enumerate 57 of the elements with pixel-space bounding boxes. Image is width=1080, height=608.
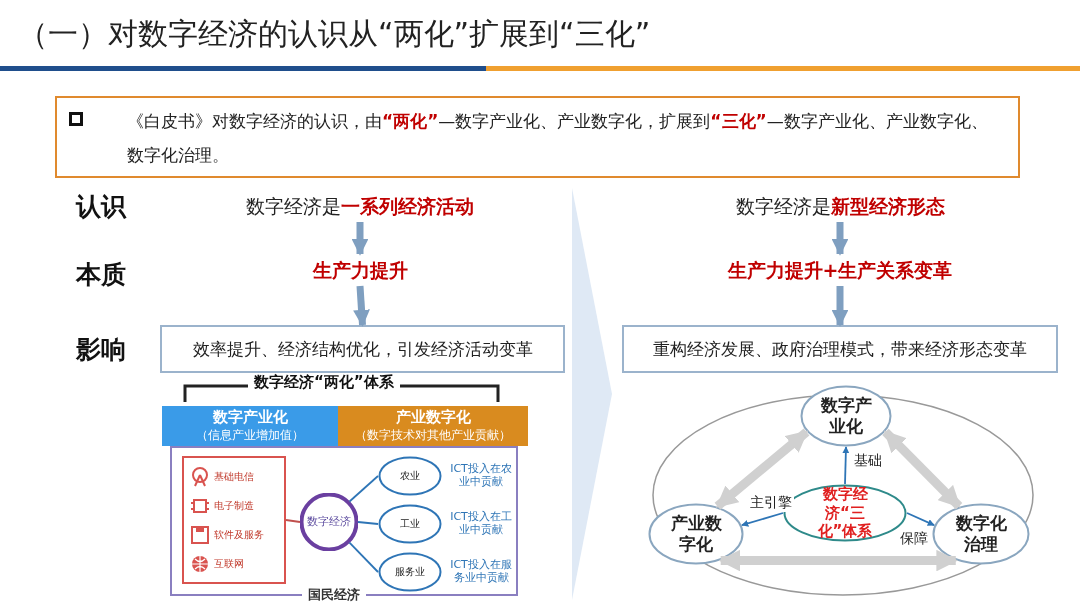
category-band — [162, 406, 338, 446]
band-subtitle: （信息产业增加值） — [196, 427, 304, 444]
concept-ellipse — [932, 503, 1030, 565]
row-heading: 影响 — [76, 334, 126, 366]
essence-text: 生产力提升 — [255, 254, 465, 286]
slide-title: （一）对数字经济的认识从“两化”扩展到“三化” — [18, 15, 651, 53]
impact-box: 效率提升、经济结构优化，引发经济活动变革 — [160, 325, 565, 373]
sector-box — [182, 456, 286, 584]
impact-box: 重构经济发展、政府治理模式，带来经济形态变革 — [622, 325, 1058, 373]
row-heading: 本质 — [76, 259, 126, 291]
sector-name: 软件及服务 — [214, 527, 264, 542]
block-arrow — [882, 428, 963, 510]
node-text: 数字化治理 — [954, 512, 1008, 556]
node-text: 数字经济 — [307, 515, 351, 529]
arrow — [741, 512, 784, 527]
band-subtitle: （数字技术对其他产业贡献） — [355, 427, 511, 444]
edge-label: 基础 — [852, 452, 884, 470]
annotation-text: ICT投入在服务业中贡献 — [449, 558, 513, 584]
sector-name: 互联网 — [214, 556, 244, 571]
band-title: 数字产业化 — [212, 408, 288, 427]
block-arrow — [714, 428, 810, 510]
row-heading: 认识 — [76, 191, 126, 223]
block-arrow — [353, 285, 370, 327]
band-title: 产业数字化 — [395, 408, 471, 427]
sector-ellipse — [378, 504, 442, 544]
annotation-text: ICT投入在工业中贡献 — [449, 510, 513, 536]
frame-caption: 国民经济 — [302, 587, 366, 603]
essence-text: 生产力提升+生产关系变革 — [690, 254, 990, 286]
figure-heading: 数字经济“两化”体系 — [248, 373, 400, 392]
node-text: 服务业 — [395, 565, 425, 579]
divider-chevron — [572, 188, 612, 600]
node-text: 农业 — [400, 469, 420, 483]
sector-name: 电子制造 — [214, 498, 254, 513]
edge-label: 主引擎 — [748, 494, 794, 512]
node-text: 产业数字化 — [669, 512, 723, 556]
edge-label: 保障 — [898, 530, 930, 548]
category-band — [338, 406, 528, 446]
concept-ellipse — [648, 503, 744, 565]
connector-line — [357, 521, 379, 525]
sector-name: 基础电信 — [214, 469, 254, 484]
statement-text: 《白皮书》对数字经济的认识，由“两化”—数字产业化、产业数字化，扩展到“三化”—数字产业化、产业数字化、数字化治理。 — [127, 111, 988, 165]
statement-box — [55, 96, 1020, 178]
arrow — [842, 446, 850, 485]
sector-ellipse — [378, 456, 442, 496]
block-arrow — [718, 549, 958, 572]
node-text: 数字经济“三化”体系 — [816, 484, 874, 542]
node-text: 数字产业化 — [819, 394, 873, 438]
sector-ellipse — [378, 552, 442, 592]
connector-line — [348, 541, 379, 573]
annotation-text: ICT投入在农业中贡献 — [449, 462, 513, 488]
node-text: 工业 — [400, 517, 420, 531]
arrow — [906, 512, 935, 526]
connector-line — [348, 475, 379, 503]
statement-text: 数字经济是一系列经济活动 — [210, 190, 510, 222]
concept-ellipse — [800, 385, 892, 447]
connector-line — [285, 519, 301, 523]
statement-text: 数字经济是新型经济形态 — [695, 190, 985, 222]
